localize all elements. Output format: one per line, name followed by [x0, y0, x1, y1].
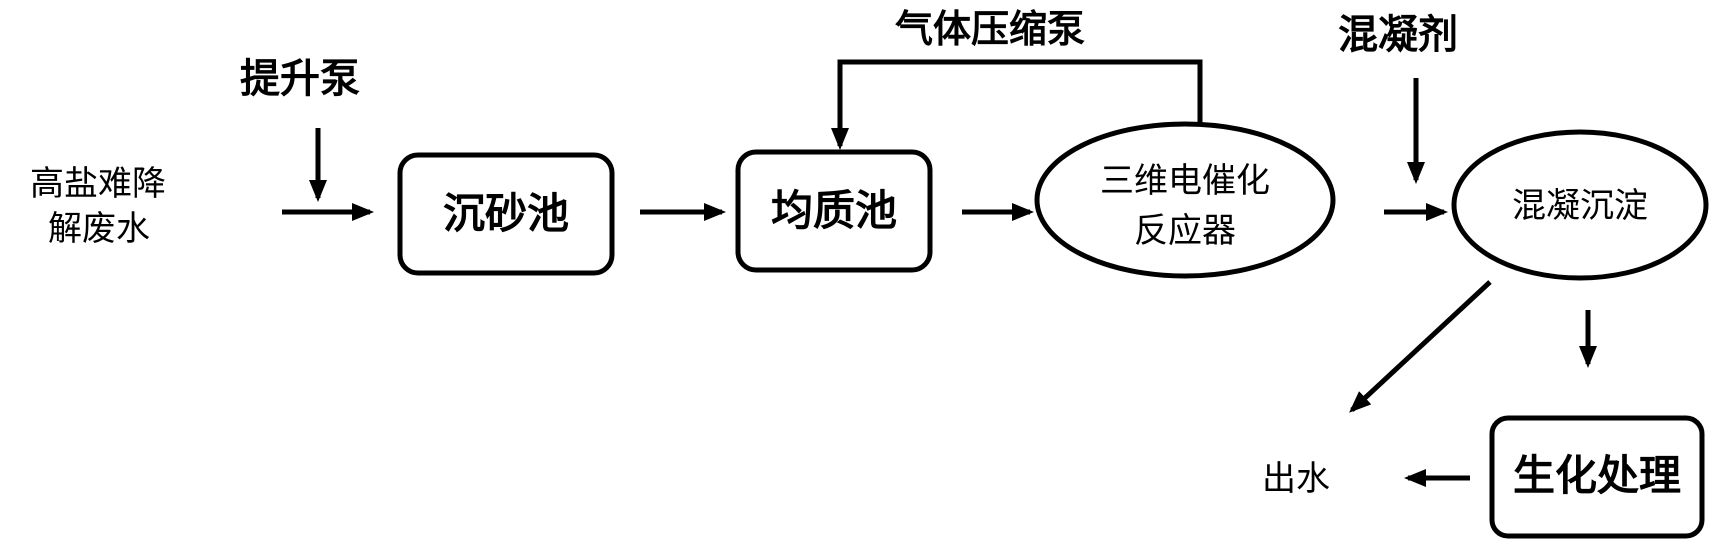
coagulant-label: 混凝剂 — [1338, 12, 1458, 58]
reactor-ellipse — [1034, 121, 1336, 279]
lift-pump-label: 提升泵 — [240, 56, 360, 102]
coagulation-sedimentation-ellipse — [1451, 129, 1709, 281]
coagulation-sedimentation-label: 混凝沉淀 — [1512, 186, 1648, 226]
arrow-coagulation-to-effluent — [1349, 280, 1492, 413]
biochemical-treatment-box — [1489, 415, 1705, 539]
gas-recycle-loop-arrow — [831, 59, 1203, 150]
reactor-label-line2: 反应器 — [1134, 211, 1236, 251]
input-wastewater-line2: 解废水 — [48, 209, 150, 249]
equalization-tank-box — [735, 149, 933, 273]
biochemical-treatment-label: 生化处理 — [1513, 451, 1681, 500]
equalization-tank-label: 均质池 — [771, 186, 897, 235]
effluent-label: 出水 — [1262, 459, 1330, 499]
grit-chamber-label: 沉砂池 — [443, 189, 569, 238]
gas-compressor-label: 气体压缩泵 — [895, 7, 1085, 51]
grit-chamber-box — [397, 152, 615, 276]
reactor-label-line1: 三维电催化 — [1100, 161, 1270, 201]
input-wastewater-line1: 高盐难降 — [30, 164, 166, 204]
